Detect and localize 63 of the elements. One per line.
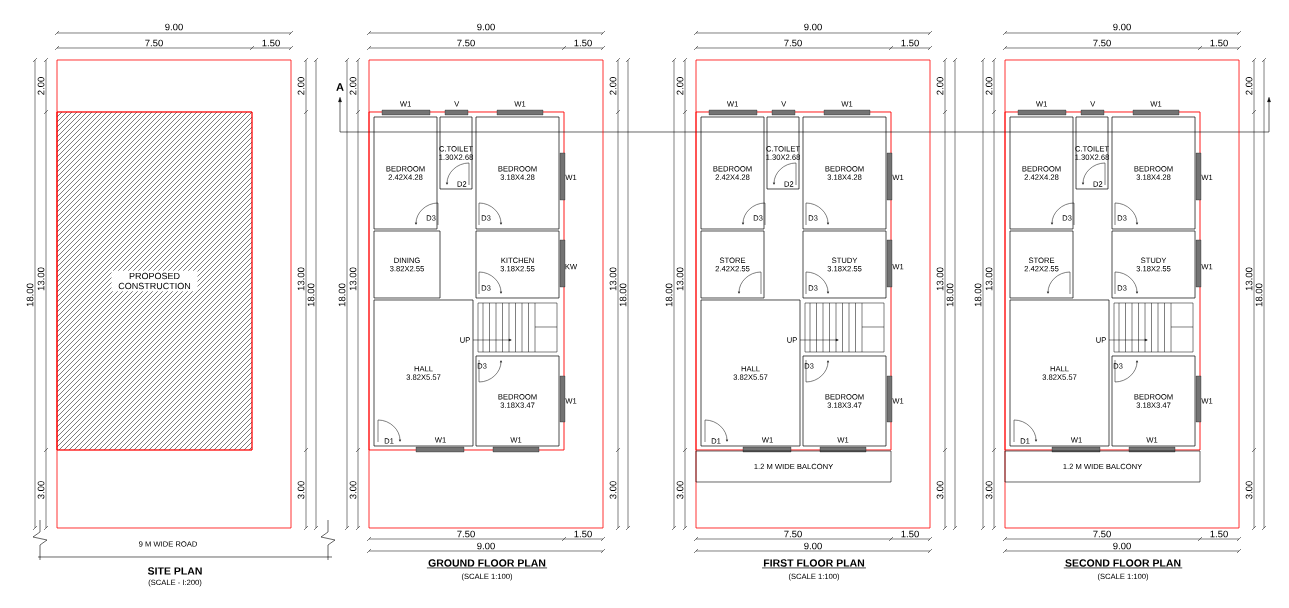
dimension-text: 3.00 [676, 481, 684, 499]
dimension-text: 2.00 [985, 77, 993, 95]
dimension-text: 7.50 [145, 39, 163, 47]
dimension-text: 9.00 [477, 23, 495, 31]
dimension-text: 13.00 [609, 267, 617, 291]
dimension-text: 2.00 [297, 77, 305, 95]
dimension-text: 13.00 [349, 267, 357, 291]
dimension-text: 2.00 [349, 77, 357, 95]
dimension-text: 18.00 [665, 283, 673, 307]
dimension-text: 7.50 [457, 530, 475, 538]
dimension-text: 1.50 [574, 39, 592, 47]
dimension-text: 3.00 [297, 481, 305, 499]
section-mark: A [336, 83, 344, 91]
dimension-text: 7.50 [784, 530, 802, 538]
plan-title: SITE PLAN [147, 567, 202, 575]
dimension-text: 9.00 [804, 23, 822, 31]
dimension-text: 1.50 [1210, 39, 1228, 47]
dimension-text: 2.00 [37, 77, 45, 95]
dimension-text: 18.00 [619, 283, 627, 307]
dimension-text: 3.00 [1245, 481, 1253, 499]
dimension-text: 7.50 [457, 39, 475, 47]
dimension-text: 2.00 [936, 77, 944, 95]
dimension-text: 13.00 [297, 267, 305, 291]
plan-title: GROUND FLOOR PLAN [426, 559, 548, 569]
construction-area: PROPOSED CONSTRUCTION [56, 111, 253, 451]
dimension-text: 13.00 [676, 267, 684, 291]
dimension-text: 3.00 [349, 481, 357, 499]
dimension-text: 9.00 [477, 542, 495, 550]
plan-title: SECOND FLOOR PLAN [1063, 559, 1183, 569]
dimension-text: 13.00 [985, 267, 993, 291]
plot-boundary [695, 59, 931, 529]
dimension-text: 3.00 [37, 481, 45, 499]
dimension-text: 18.00 [26, 283, 34, 307]
dimension-text: 7.50 [1093, 530, 1111, 538]
dimension-text: 18.00 [307, 283, 315, 307]
dimension-text: 18.00 [974, 283, 982, 307]
dimension-text: 7.50 [784, 39, 802, 47]
dimension-text: 13.00 [936, 267, 944, 291]
dimension-text: 3.00 [936, 481, 944, 499]
dimension-text: 1.50 [262, 39, 280, 47]
plan-title: FIRST FLOOR PLAN [761, 559, 867, 569]
dimension-text: 1.50 [574, 530, 592, 538]
dimension-text: 13.00 [37, 267, 45, 291]
dimension-text: 18.00 [338, 283, 346, 307]
dimension-text: 1.50 [901, 39, 919, 47]
dimension-text: 2.00 [609, 77, 617, 95]
dimension-text: 13.00 [1245, 267, 1253, 291]
dimension-text: 9.00 [1113, 23, 1131, 31]
dimension-text: 7.50 [1093, 39, 1111, 47]
dimension-text: 9.00 [1113, 542, 1131, 550]
dimension-text: 1.50 [1210, 530, 1228, 538]
dimension-text: 2.00 [1245, 77, 1253, 95]
dimension-text: 9.00 [804, 542, 822, 550]
dimension-text: 18.00 [1255, 283, 1263, 307]
dimension-text: 18.00 [946, 283, 954, 307]
plot-boundary [56, 59, 292, 529]
dimension-text: 9.00 [165, 23, 183, 31]
plot-boundary [368, 59, 604, 529]
plot-boundary [1004, 59, 1240, 529]
dimension-text: 3.00 [609, 481, 617, 499]
dimension-text: 2.00 [676, 77, 684, 95]
dimension-text: 1.50 [901, 530, 919, 538]
dimension-text: 3.00 [985, 481, 993, 499]
